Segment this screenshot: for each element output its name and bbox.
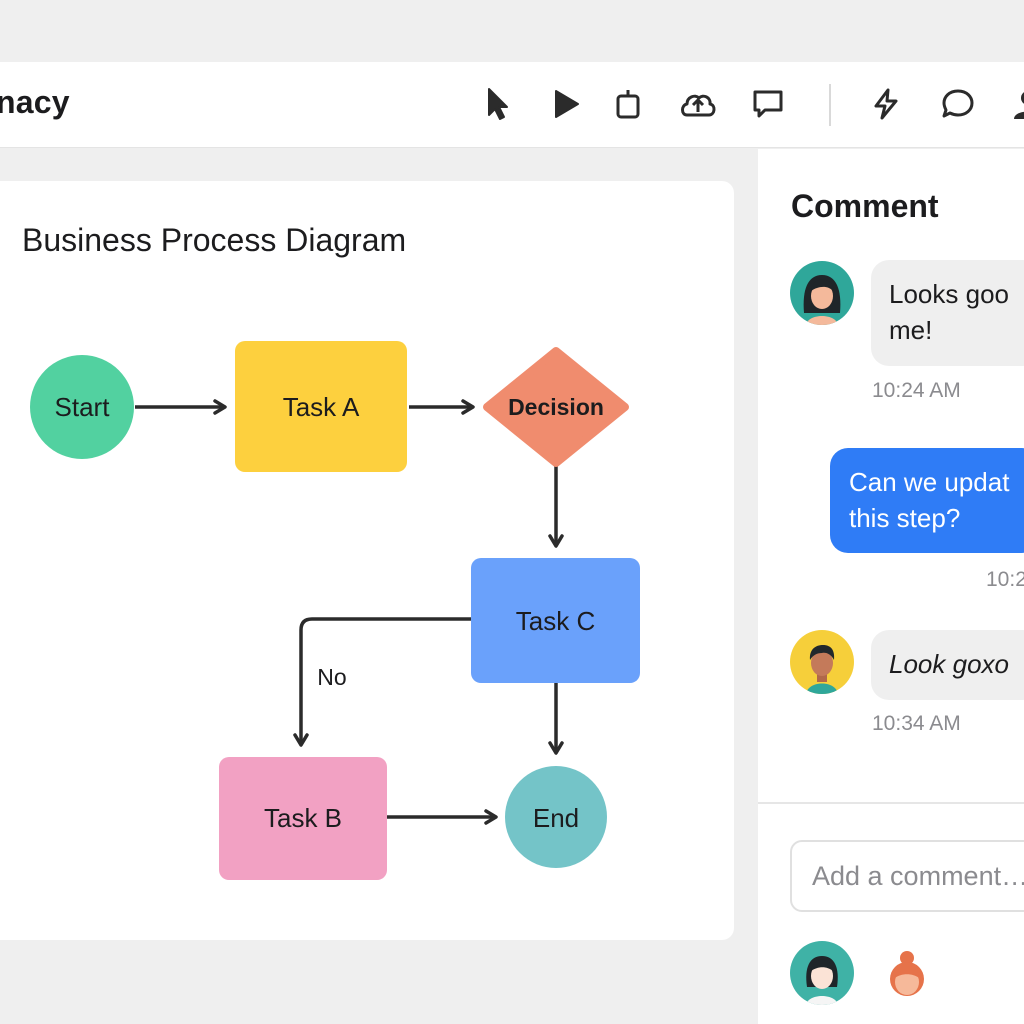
comment-bubble-2: Can we updat this step?	[830, 448, 1024, 553]
task-c-node[interactable]: Task C	[515, 605, 596, 636]
task-c-node-shape	[471, 558, 640, 683]
comment-icon[interactable]	[746, 82, 790, 126]
chat-icon[interactable]	[936, 82, 980, 126]
task-a-node-shape	[235, 341, 407, 472]
cloud-upload-icon[interactable]	[676, 82, 720, 126]
avatar[interactable]	[790, 630, 854, 694]
participant-avatar-icon	[806, 956, 838, 1005]
comment-time-3: 10:34 AM	[872, 712, 961, 735]
add-comment-input[interactable]	[790, 840, 1024, 912]
comment-text-2-line2: this step?	[849, 503, 961, 533]
diagram-svg	[30, 341, 640, 880]
start-node-shape	[30, 355, 134, 459]
end-node[interactable]: End	[532, 802, 580, 833]
avatar[interactable]	[876, 941, 940, 1005]
end-node-shape	[505, 766, 607, 868]
comment-bubble-1: Looks goo me!	[871, 260, 1024, 366]
avatar[interactable]	[790, 261, 854, 325]
edge-task-c-task-b	[293, 617, 471, 747]
timer-icon[interactable]	[606, 82, 650, 126]
play-icon[interactable]	[544, 82, 588, 126]
avatar-man-icon	[806, 645, 838, 694]
decision-node-shape	[483, 347, 629, 467]
comment-time-1: 10:24 AM	[872, 379, 961, 402]
app-title: nacy	[0, 84, 70, 120]
panel-divider	[758, 802, 1024, 804]
task-a-node[interactable]: Task A	[282, 391, 360, 422]
comment-text-3: Look goxo	[889, 649, 1009, 679]
comment-bubble-3: Look goxo	[871, 630, 1024, 700]
avatar-woman-icon	[803, 275, 841, 325]
comment-text-1-line1: Looks goo	[889, 279, 1009, 309]
comment-text-1-line2: me!	[889, 315, 933, 345]
participant-avatar-icon	[890, 951, 924, 996]
task-b-node[interactable]: Task B	[263, 802, 343, 833]
diagram-title: Business Process Diagram	[22, 222, 407, 258]
comment-time-2: 10:2	[986, 568, 1024, 591]
start-node[interactable]: Start	[54, 391, 110, 422]
lightning-icon[interactable]	[864, 82, 908, 126]
task-b-node-shape	[219, 757, 387, 880]
edge-label-no: No	[317, 663, 347, 690]
toolbar-divider	[829, 84, 831, 126]
user-icon[interactable]	[1006, 82, 1024, 126]
comment-text-2-line1: Can we updat	[849, 467, 1010, 497]
comments-panel-title: Comment	[791, 188, 939, 224]
cursor-icon[interactable]	[476, 82, 520, 126]
top-toolbar: nacy	[0, 62, 1024, 148]
avatar[interactable]	[790, 941, 854, 1005]
decision-node[interactable]: Decision	[508, 393, 604, 420]
